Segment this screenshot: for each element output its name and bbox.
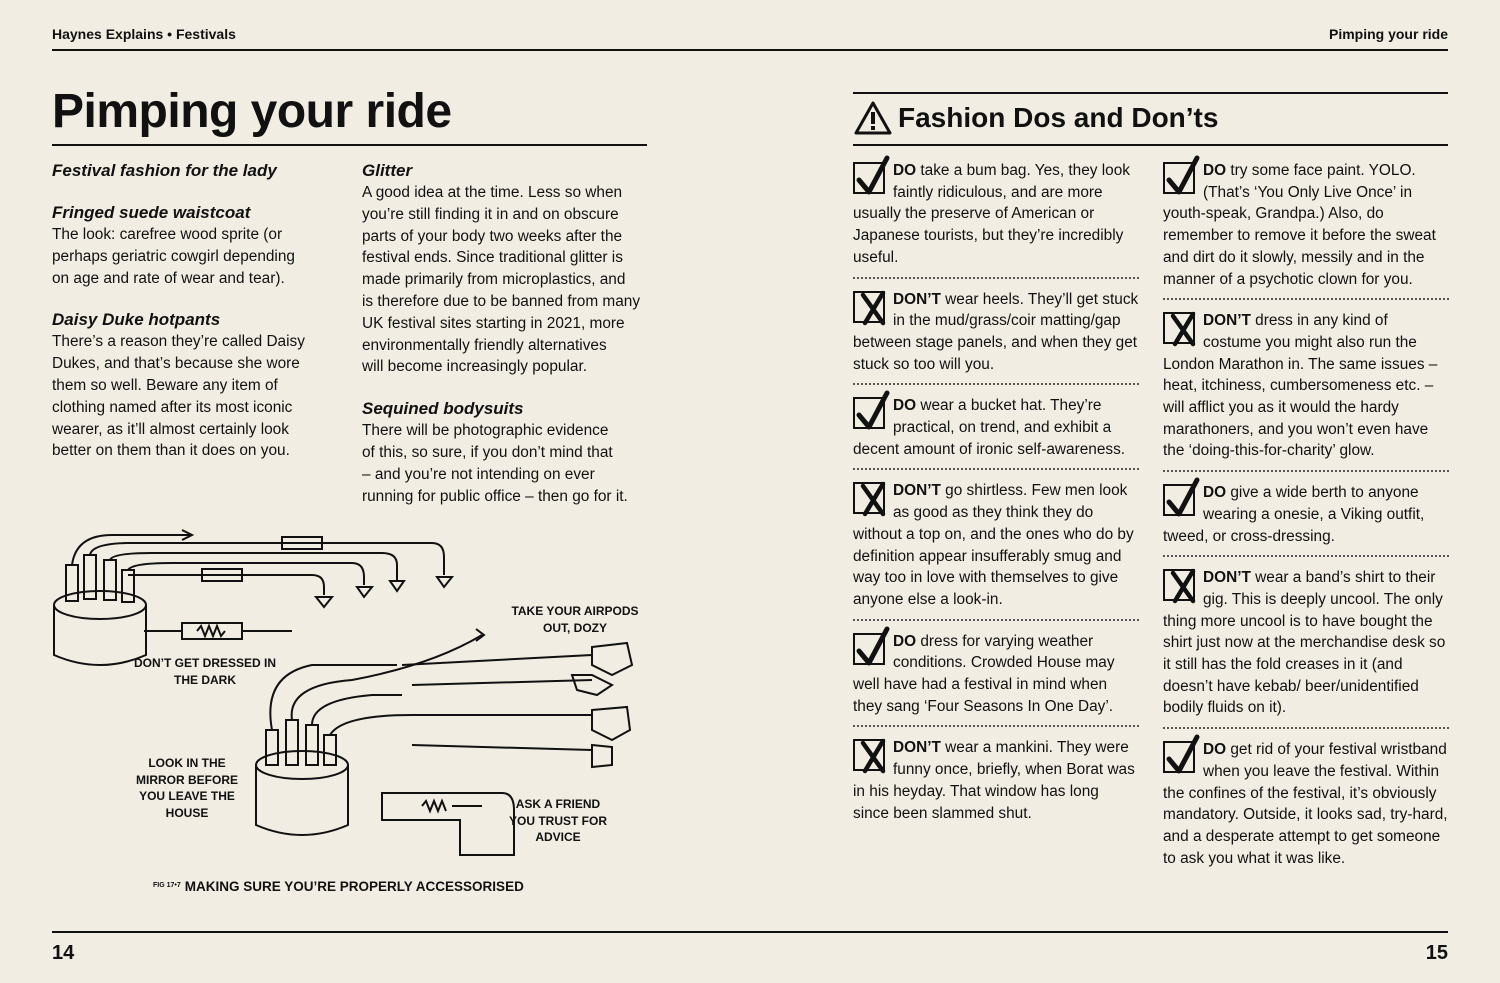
section-heading: Fringed suede waistcoat bbox=[52, 203, 251, 222]
body-line: them so well. Beware any item of bbox=[52, 376, 278, 394]
page-number-right: 15 bbox=[1425, 942, 1448, 964]
item-lead: DO bbox=[893, 397, 917, 415]
do-item: DO dress for varying weather conditions.… bbox=[853, 626, 1139, 728]
body-line: perhaps geriatric cowgirl depending bbox=[52, 247, 295, 265]
do-item: DO try some face paint. YOLO. (That’s ‘Y… bbox=[1163, 155, 1449, 301]
cross-icon bbox=[853, 482, 886, 517]
intro-heading: Festival fashion for the lady bbox=[52, 161, 277, 180]
body-line: wearer, as it’ll almost certainly look bbox=[52, 420, 289, 438]
item-text: get rid of your festival wristband when … bbox=[1163, 741, 1448, 867]
item-text: dress for varying weather conditions. Cr… bbox=[853, 632, 1115, 715]
item-lead: DO bbox=[1203, 162, 1227, 179]
item-text: wear a mankini. They were funny once, br… bbox=[853, 739, 1135, 822]
body-line: – and you’re not intending on ever bbox=[362, 465, 595, 483]
do-item: DO get rid of your festival wristband wh… bbox=[1163, 734, 1449, 877]
checkmark-icon bbox=[1163, 734, 1200, 774]
section-heading: Sequined bodysuits bbox=[362, 399, 524, 419]
header-rule bbox=[52, 49, 1448, 51]
checkmark-icon bbox=[853, 390, 890, 430]
item-text: dress in any kind of costume you might a… bbox=[1163, 312, 1438, 460]
dont-item: DON’T wear heels. They’ll get stuck in t… bbox=[853, 289, 1139, 386]
distributor-cap-body bbox=[53, 605, 147, 666]
dont-item: DON’T go shirtless. Few men look as good… bbox=[853, 480, 1139, 621]
item-lead: DO bbox=[1203, 484, 1227, 502]
item-lead: DON’T bbox=[1203, 312, 1251, 330]
item-lead: DON’T bbox=[893, 290, 941, 308]
do-item: DO give a wide berth to anyone wearing a… bbox=[1163, 477, 1449, 558]
page-title: Pimping your ride bbox=[52, 85, 452, 138]
item-text: give a wide berth to anyone wearing a on… bbox=[1163, 484, 1425, 545]
figure-label-dark: DON’T GET DRESSED IN THE DARK bbox=[133, 656, 276, 687]
body-line: environmentally friendly alternatives bbox=[362, 336, 607, 354]
item-text: wear heels. They’ll get stuck in the mud… bbox=[853, 290, 1139, 373]
body-line: will become increasingly popular. bbox=[362, 358, 587, 376]
dos-donts-title-rule bbox=[853, 144, 1448, 146]
body-line: on age and rate of wear and tear). bbox=[52, 269, 285, 287]
body-line: of this, so sure, if you don’t mind that bbox=[362, 443, 613, 461]
page-number-left: 14 bbox=[52, 942, 75, 964]
distributor-cap-illustration bbox=[53, 529, 634, 856]
body-line: parts of your body two weeks after the bbox=[362, 227, 623, 245]
footer-rule bbox=[52, 931, 1448, 933]
dos-donts-top-rule bbox=[853, 92, 1448, 94]
body-line: is therefore due to be banned from many bbox=[362, 292, 641, 310]
left-column: Festival fashion for the lady Fringed su… bbox=[52, 160, 342, 462]
dos-donts-column-1: DO take a bum bag. Yes, they look faintl… bbox=[853, 155, 1139, 842]
warning-triangle-icon bbox=[854, 101, 892, 135]
title-rule bbox=[52, 144, 647, 146]
item-lead: DO bbox=[893, 162, 917, 179]
cross-icon bbox=[1163, 569, 1196, 604]
running-header-right: Pimping your ride bbox=[1328, 26, 1448, 42]
body-line: you’re still finding it in and on obscur… bbox=[362, 205, 619, 223]
body-line: UK festival sites starting in 2021, more bbox=[362, 314, 625, 332]
dos-donts-title: Fashion Dos and Don’ts bbox=[898, 102, 1219, 133]
figure-label-mirror: LOOK IN THE MIRROR BEFORE YOU LEAVE THE … bbox=[136, 756, 238, 820]
item-text: wear a bucket hat. They’re practical, on… bbox=[853, 397, 1126, 458]
item-lead: DON’T bbox=[893, 739, 941, 757]
item-text: try some face paint. YOLO. (That’s ‘You … bbox=[1163, 162, 1436, 288]
figure-number: FIG 17•7 bbox=[153, 882, 181, 889]
do-item: DO wear a bucket hat. They’re practical,… bbox=[853, 390, 1139, 471]
item-lead: DON’T bbox=[1203, 569, 1251, 587]
checkmark-icon bbox=[853, 155, 890, 195]
figure-label-friend: ASK A FRIEND YOU TRUST FOR ADVICE bbox=[509, 797, 607, 844]
body-line: There will be photographic evidence bbox=[362, 422, 609, 440]
cross-icon bbox=[853, 739, 886, 774]
body-line: better on them than it does on you. bbox=[52, 442, 290, 460]
do-item: DO take a bum bag. Yes, they look faintl… bbox=[853, 155, 1139, 279]
dont-item: DON’T wear a band’s shirt to their gig. … bbox=[1163, 567, 1449, 730]
body-line: running for public office – then go for … bbox=[362, 487, 628, 505]
cross-icon bbox=[1163, 311, 1196, 347]
section-heading: Daisy Duke hotpants bbox=[52, 310, 221, 330]
section-heading: Glitter bbox=[362, 161, 413, 180]
item-lead: DON’T bbox=[893, 482, 941, 500]
figure-label-airpods: TAKE YOUR AIRPODS OUT, DOZY bbox=[511, 604, 639, 635]
body-line: made primarily from microplastics, and bbox=[362, 271, 626, 289]
body-line: There’s a reason they’re called Daisy bbox=[52, 333, 305, 351]
item-text: go shirtless. Few men look as good as th… bbox=[853, 482, 1134, 608]
dos-donts-column-2: DO try some face paint. YOLO. (That’s ‘Y… bbox=[1163, 155, 1449, 887]
checkmark-icon bbox=[853, 626, 890, 666]
running-header-left: Haynes Explains • Festivals bbox=[52, 26, 236, 42]
body-line: clothing named after its most iconic bbox=[52, 398, 293, 416]
item-text: wear a band’s shirt to their gig. This i… bbox=[1163, 569, 1446, 717]
cross-icon bbox=[853, 290, 886, 325]
middle-column: Glitter A good idea at the time. Less so… bbox=[362, 160, 662, 507]
body-line: festival ends. Since traditional glitter… bbox=[362, 249, 623, 267]
item-lead: DO bbox=[1203, 741, 1227, 759]
dont-item: DON’T wear a mankini. They were funny on… bbox=[853, 737, 1139, 832]
checkmark-icon bbox=[1163, 477, 1200, 517]
item-lead: DO bbox=[893, 632, 917, 650]
item-text: take a bum bag. Yes, they look faintly r… bbox=[853, 162, 1130, 266]
body-line: Dukes, and that’s because she wore bbox=[52, 355, 300, 373]
body-line: The look: carefree wood sprite (or bbox=[52, 226, 283, 243]
checkmark-icon bbox=[1163, 155, 1200, 195]
dont-item: DON’T dress in any kind of costume you m… bbox=[1163, 310, 1449, 473]
figure-caption-text: MAKING SURE YOU’RE PROPERLY ACCESSORISED bbox=[184, 879, 524, 894]
body-line: A good idea at the time. Less so when bbox=[362, 184, 623, 201]
